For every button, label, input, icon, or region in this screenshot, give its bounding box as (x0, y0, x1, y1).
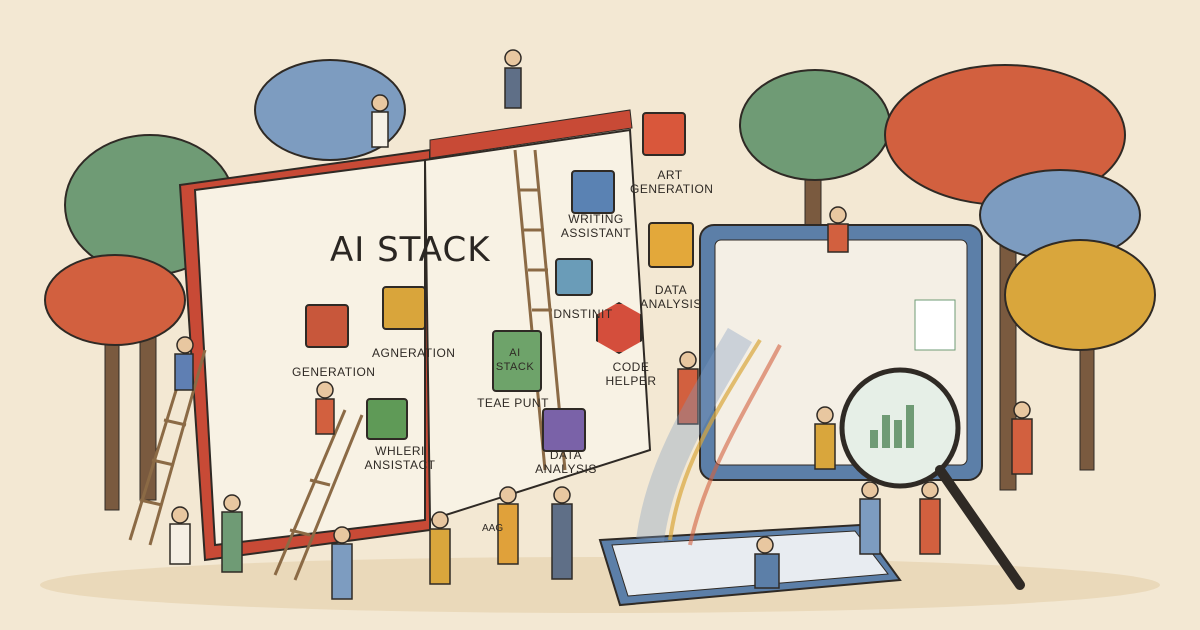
magnifying-glass (839, 367, 1025, 590)
tile-generation-label: GENERATION (292, 365, 376, 379)
tile-agneration-label: AGNERATION (372, 346, 456, 360)
tile-whleri-label: WHLERI ANSISTACT (364, 444, 436, 472)
tile-code-helper-label: CODE HELPER (605, 360, 657, 388)
open-book (178, 109, 652, 562)
data-stream (636, 327, 753, 543)
tree-left-red (44, 254, 186, 511)
tile-data-analysis-right-label: DATA ANALYSIS (640, 283, 702, 311)
tile-code-helper-icon (596, 302, 642, 354)
tile-dnstinit-icon (555, 258, 593, 296)
tile-data-analysis-icon (542, 408, 586, 452)
tile-generation-icon (305, 304, 349, 348)
tile-teae-punt-label: TEAE PUNT (477, 396, 549, 410)
people (169, 49, 1033, 600)
tile-ai-stack-label: AI STACK (495, 347, 535, 373)
tile-writing-assistant-label: WRITING ASSISTANT (560, 212, 632, 240)
tile-art-generation-icon (642, 112, 686, 156)
tile-art-generation-label: ART GENERATION (630, 168, 714, 196)
tile-agneration-icon (382, 286, 426, 330)
card-text: AAG (482, 523, 504, 534)
tile-dnstinit-label: DNSTINIT (553, 307, 613, 321)
keyboard (598, 523, 902, 607)
tile-ai-stack-icon (492, 330, 542, 392)
ladder-center (273, 409, 364, 581)
tile-data-analysis-right-icon (648, 222, 694, 268)
tile-data-analysis-label: DATA ANALYSIS (535, 448, 597, 476)
ground (40, 557, 1160, 613)
tile-whleri-icon (366, 398, 408, 440)
tile-writing-assistant-icon (571, 170, 615, 214)
tree-right-yellow (1004, 239, 1156, 471)
book-title: AI STACK (330, 230, 491, 270)
tree-blue-top (254, 59, 406, 161)
